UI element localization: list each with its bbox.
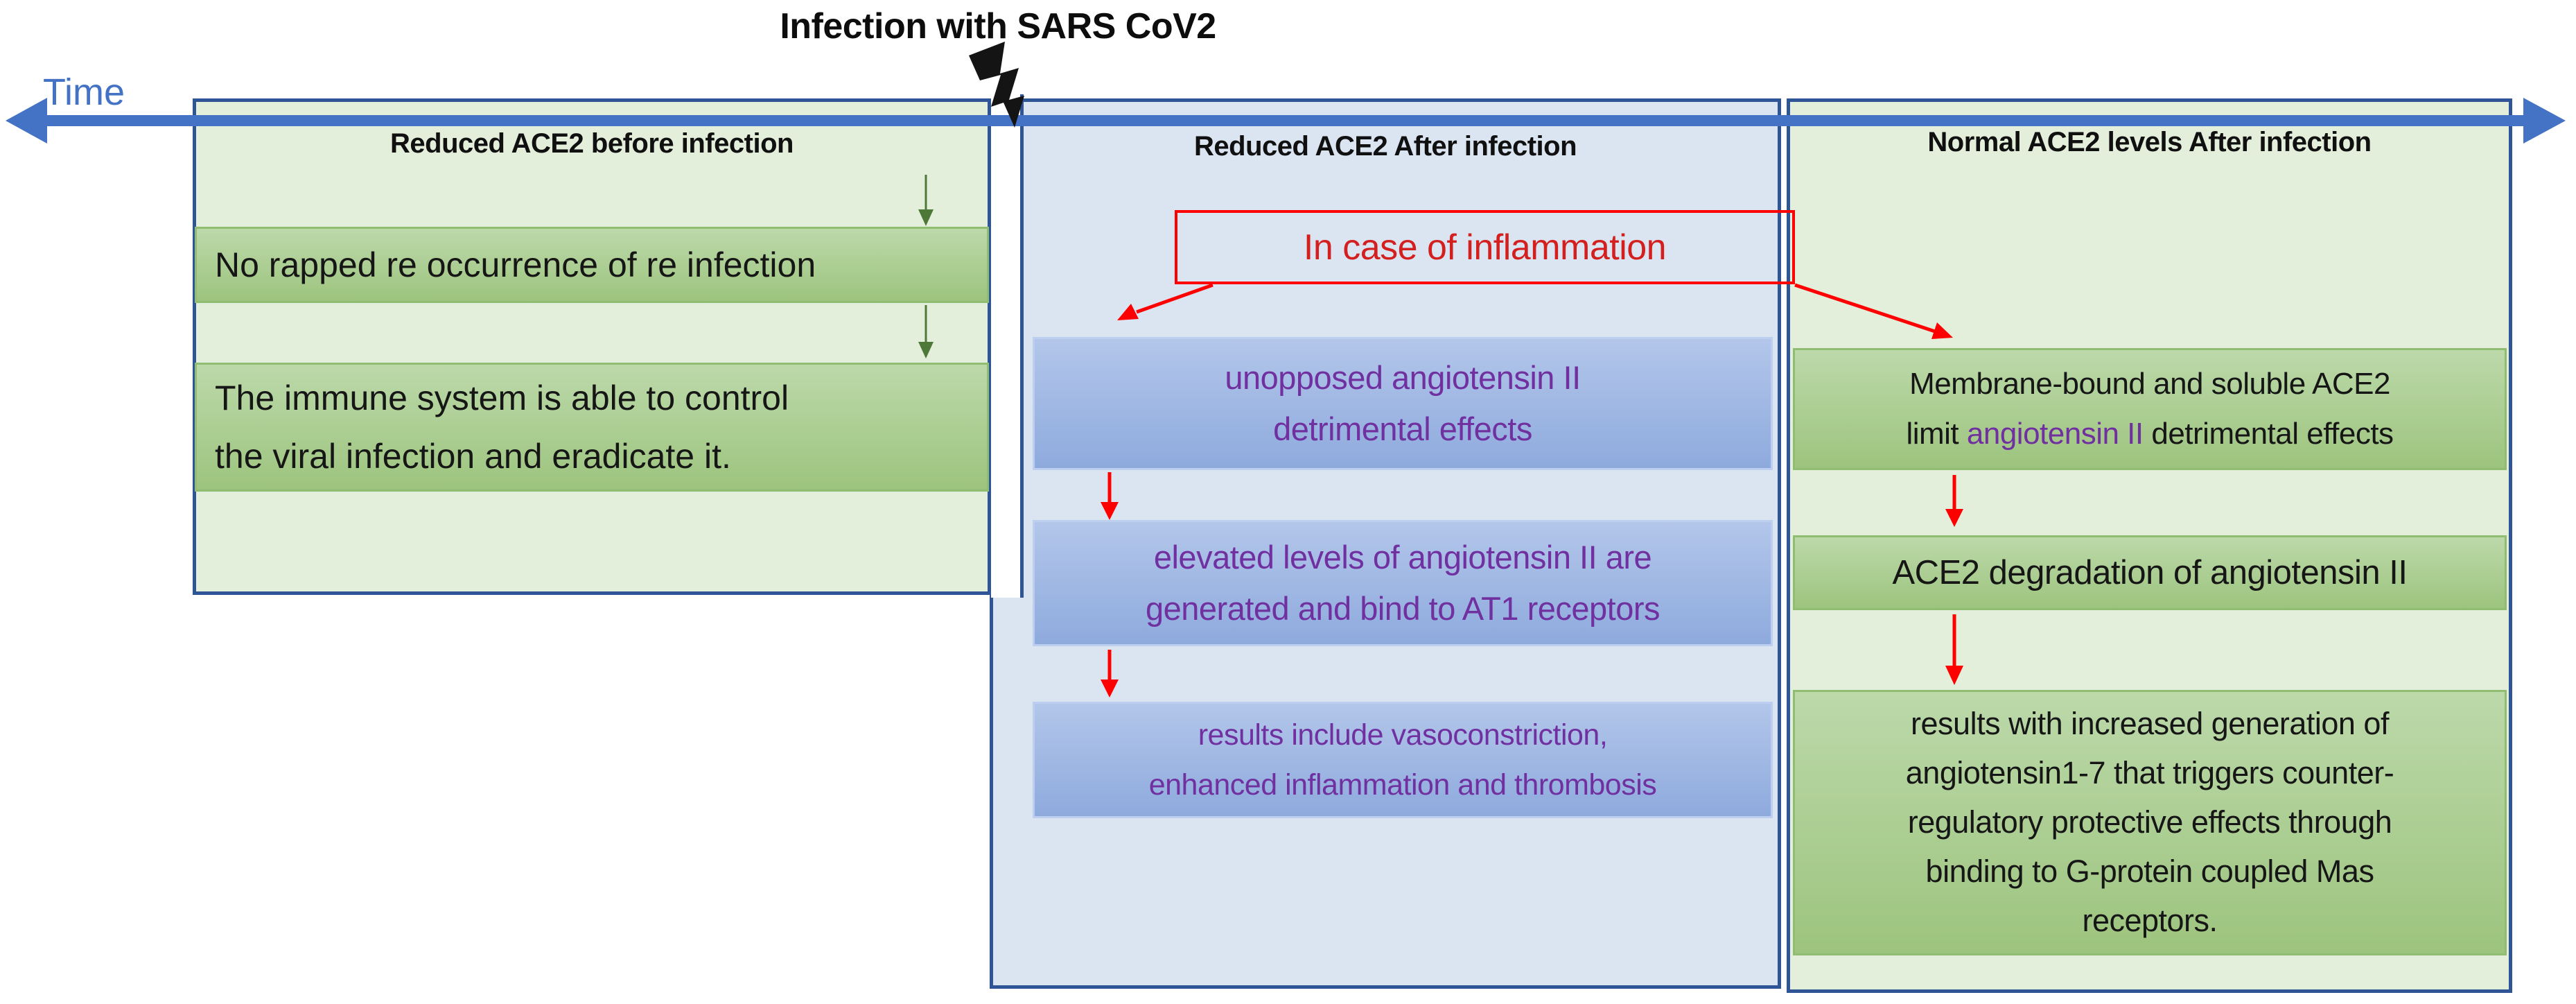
box-ace2-degradation: ACE2 degradation of angiotensin II (1793, 535, 2507, 610)
right-panel-header: Normal ACE2 levels After infection (1927, 127, 2372, 157)
inflammation-callout-text: In case of inflammation (1303, 227, 1667, 268)
box-no-reoccurrence-text: No rapped re occurrence of re infection (215, 245, 816, 284)
box-membrane-bound-ace2: Membrane-bound and soluble ACE2 limit an… (1793, 348, 2507, 470)
panel-reduced-ace2-before-infection (193, 98, 991, 595)
left-panel-header: Reduced ACE2 before infection (390, 128, 794, 159)
panel-gap-divider (991, 94, 1024, 598)
timeline-left-arrowhead (6, 98, 47, 144)
angiotensin17-line1: results with increased generation of (1911, 706, 2389, 741)
box-unopposed-angiotensin: unopposed angiotensin II detrimental eff… (1033, 337, 1773, 470)
angiotensin17-line2: angiotensin1-7 that triggers counter- (1905, 755, 2394, 790)
box-immune-control: The immune system is able to control the… (195, 363, 989, 492)
box-unopposed-angiotensin-line1: unopposed angiotensin II (1225, 359, 1581, 396)
box-elevated-levels-line1: elevated levels of angiotensin II are (1153, 539, 1652, 575)
box-unopposed-angiotensin-line2: detrimental effects (1273, 410, 1532, 447)
box-ace2-degradation-text: ACE2 degradation of angiotensin II (1892, 554, 2408, 591)
box-vasoconstriction-results-line2: enhanced inflammation and thrombosis (1148, 768, 1657, 802)
inflammation-callout-box: In case of inflammation (1175, 210, 1795, 284)
angiotensin17-line4: binding to G-protein coupled Mas (1925, 854, 2374, 889)
membrane-line2-angiotensin: angiotensin II (1966, 417, 2144, 451)
box-immune-control-line1: The immune system is able to control (215, 379, 789, 417)
box-vasoconstriction-results-line1: results include vasoconstriction, (1198, 718, 1608, 752)
box-angiotensin17-results: results with increased generation of ang… (1793, 690, 2507, 955)
box-elevated-levels-line2: generated and bind to AT1 receptors (1146, 590, 1660, 627)
box-no-reoccurrence: No rapped re occurrence of re infection (195, 227, 989, 303)
angiotensin17-line3: regulatory protective effects through (1907, 804, 2392, 840)
membrane-line2-suffix: detrimental effects (2143, 417, 2394, 451)
angiotensin17-line5: receptors. (2082, 903, 2218, 938)
timeline-right-arrowhead (2523, 98, 2566, 144)
diagram-title: Infection with SARS CoV2 (780, 6, 1216, 46)
box-immune-control-line2: the viral infection and eradicate it. (215, 437, 731, 476)
box-membrane-bound-ace2-line2: limit angiotensin II detrimental effects (1795, 409, 2505, 459)
membrane-line2-prefix: limit (1906, 417, 1967, 451)
box-vasoconstriction-results: results include vasoconstriction, enhanc… (1033, 702, 1773, 818)
middle-panel-header: Reduced ACE2 After infection (1194, 131, 1577, 162)
timeline-label: Time (43, 71, 125, 113)
box-elevated-levels: elevated levels of angiotensin II are ge… (1033, 520, 1773, 646)
box-membrane-bound-ace2-line1: Membrane-bound and soluble ACE2 (1909, 367, 2390, 401)
